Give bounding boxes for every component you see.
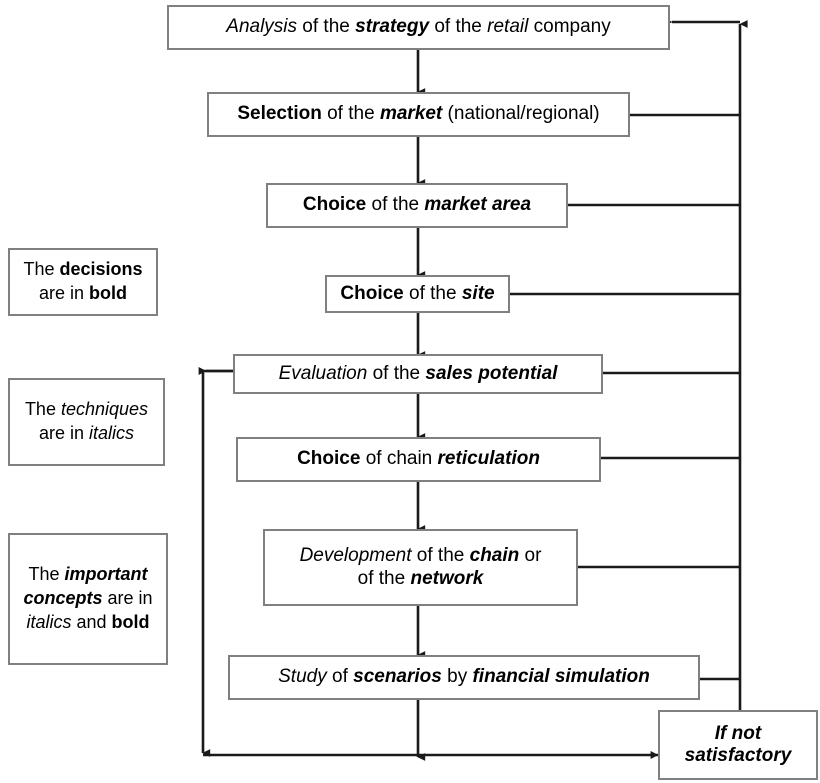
node-selection-market[interactable]: Selection of the market (national/region… [207, 92, 630, 137]
node-choice-site-label: Choice of the site [340, 282, 495, 304]
node-study-scenarios[interactable]: Study of scenarios by financial simulati… [228, 655, 700, 700]
node-study-scenarios-label: Study of scenarios by financial simulati… [278, 666, 650, 688]
node-analysis-label: Analysis of the strategy of the retail c… [226, 16, 611, 38]
node-evaluation-sales-potential-label: Evaluation of the sales potential [278, 362, 558, 384]
node-choice-site[interactable]: Choice of the site [325, 275, 510, 313]
node-choice-chain-reticulation-label: Choice of chain reticulation [297, 448, 540, 470]
node-analysis[interactable]: Analysis of the strategy of the retail c… [167, 5, 670, 50]
node-choice-market-area-label: Choice of the market area [302, 194, 532, 216]
node-selection-market-label: Selection of the market (national/region… [237, 103, 600, 125]
node-evaluation-sales-potential[interactable]: Evaluation of the sales potential [233, 354, 603, 394]
node-choice-chain-reticulation[interactable]: Choice of chain reticulation [236, 437, 601, 482]
node-choice-market-area[interactable]: Choice of the market area [266, 183, 568, 228]
